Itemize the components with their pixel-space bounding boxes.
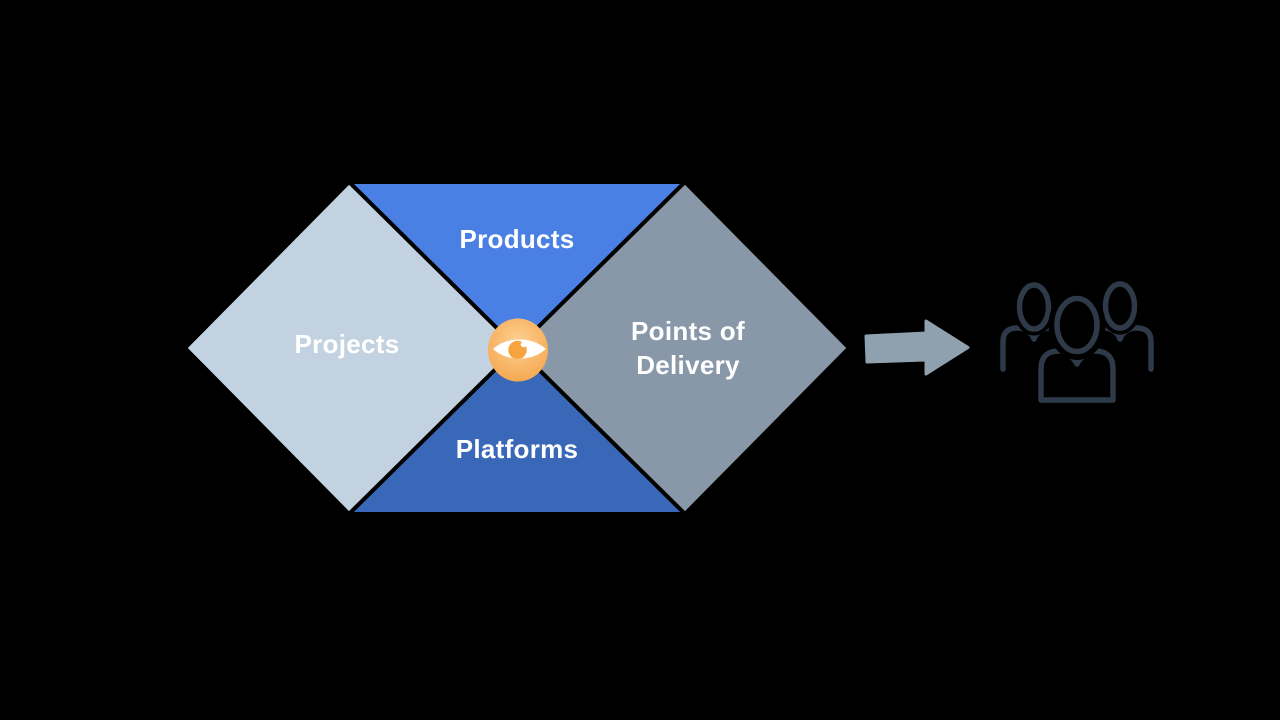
people-group-icon [1000, 277, 1154, 409]
person-back-right-head [1102, 281, 1138, 331]
segment-label-points-of-delivery: Points of Delivery [631, 314, 745, 382]
segment-label-products: Products [459, 224, 575, 254]
segment-label-line-2: Delivery [636, 350, 740, 380]
eye-icon [488, 318, 548, 382]
arrow-right-icon [866, 321, 968, 374]
eye-highlight-dot [520, 341, 527, 348]
person-back-left-head [1016, 282, 1052, 332]
person-front-head [1054, 295, 1100, 355]
segment-platforms [344, 345, 690, 516]
segment-label-projects: Projects [294, 329, 400, 359]
segment-label-platforms: Platforms [455, 434, 579, 464]
segment-label-line-1: Points of [631, 316, 745, 346]
arrow-outline [864, 319, 970, 376]
person-front-body [1038, 348, 1116, 403]
